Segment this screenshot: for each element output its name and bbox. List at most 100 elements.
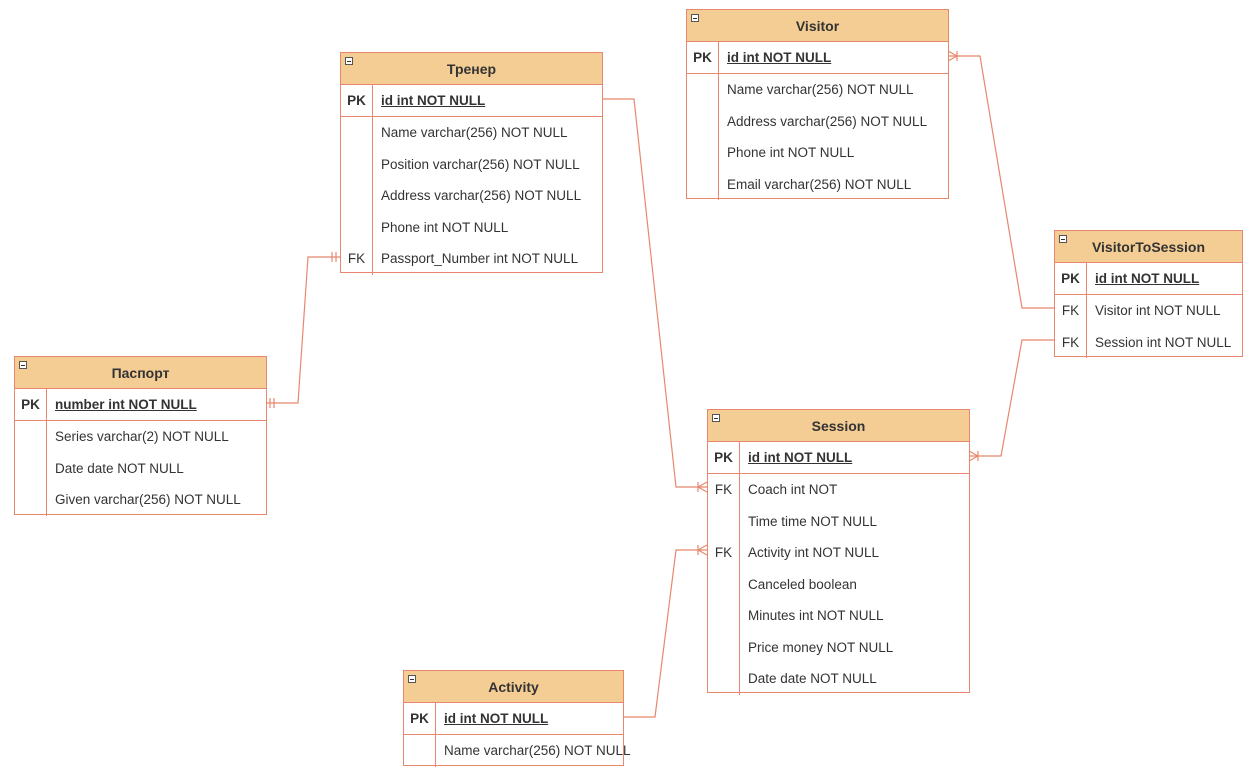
field-row[interactable]: Canceled boolean xyxy=(708,568,969,600)
field-row[interactable]: Phone int NOT NULL xyxy=(687,137,948,169)
collapse-icon[interactable] xyxy=(408,675,416,683)
crowfoot-many-marker xyxy=(697,549,708,556)
field-row[interactable]: Minutes int NOT NULL xyxy=(708,600,969,632)
field-row[interactable]: Phone int NOT NULL xyxy=(341,211,602,243)
table-title: Activity xyxy=(488,678,539,695)
crowfoot-many-marker xyxy=(968,455,979,462)
primary-key-row[interactable]: PK number int NOT NULL xyxy=(15,389,266,421)
field-label: Email varchar(256) NOT NULL xyxy=(727,176,912,192)
field-row[interactable]: Date date NOT NULL xyxy=(708,663,969,695)
field-label: Minutes int NOT NULL xyxy=(748,608,884,624)
field-row[interactable]: Price money NOT NULL xyxy=(708,631,969,663)
table-rows: PK id int NOT NULL FK Coach int NOT Time tim… xyxy=(708,442,969,695)
table-rows: PK id int NOT NULL Name varchar(256) NOT N… xyxy=(341,85,602,275)
field-label: Visitor int NOT NULL xyxy=(1095,303,1221,319)
collapse-icon[interactable] xyxy=(1059,235,1067,243)
table-header[interactable]: Тренер xyxy=(341,53,602,85)
field-label: Phone int NOT NULL xyxy=(381,219,509,235)
key-label: FK xyxy=(708,474,740,506)
field-label: Address varchar(256) NOT NULL xyxy=(381,188,582,204)
key-label xyxy=(341,117,373,149)
key-label: PK xyxy=(341,85,373,116)
table-header[interactable]: VisitorToSession xyxy=(1055,231,1242,263)
crowfoot-many-marker xyxy=(968,450,979,457)
key-label: PK xyxy=(15,389,47,420)
collapse-icon[interactable] xyxy=(691,14,699,22)
field-label: Date date NOT NULL xyxy=(748,671,877,687)
field-label: Series varchar(2) NOT NULL xyxy=(55,429,229,445)
field-row[interactable]: Position varchar(256) NOT NULL xyxy=(341,148,602,180)
relation-trainer-session xyxy=(602,98,707,488)
field-label: Name varchar(256) NOT NULL xyxy=(444,743,631,759)
crowfoot-many-marker xyxy=(947,55,958,62)
field-label: Name varchar(256) NOT NULL xyxy=(381,125,568,141)
field-row[interactable]: Name varchar(256) NOT NULL xyxy=(687,74,948,106)
key-label xyxy=(708,631,740,663)
relation-passport-trainer xyxy=(266,256,340,404)
field-label: id int NOT NULL xyxy=(748,450,853,465)
crowfoot-many-marker xyxy=(697,481,708,488)
field-row[interactable]: Date date NOT NULL xyxy=(15,452,266,484)
field-row[interactable]: Name varchar(256) NOT NULL xyxy=(404,735,631,767)
field-label: Name varchar(256) NOT NULL xyxy=(727,82,914,98)
collapse-icon[interactable] xyxy=(345,57,353,65)
key-label xyxy=(708,600,740,632)
key-label: PK xyxy=(708,442,740,473)
field-label: id int NOT NULL xyxy=(1095,271,1200,286)
field-row[interactable]: Time time NOT NULL xyxy=(708,505,969,537)
collapse-icon[interactable] xyxy=(712,414,720,422)
relation-session-visitortosession xyxy=(969,339,1054,457)
field-label: number int NOT NULL xyxy=(55,397,197,412)
table-session[interactable]: Session PK id int NOT NULL FK Coach int NOT… xyxy=(707,409,970,695)
key-label: FK xyxy=(1055,326,1087,358)
key-label xyxy=(708,505,740,537)
key-label: PK xyxy=(687,42,719,73)
table-trainer[interactable]: Тренер PK id int NOT NULL Name varchar(256… xyxy=(340,52,603,275)
key-label xyxy=(341,211,373,243)
field-label: Canceled boolean xyxy=(748,576,857,592)
key-label xyxy=(341,180,373,212)
primary-key-row[interactable]: PK id int NOT NULL xyxy=(708,442,969,474)
key-label xyxy=(708,663,740,695)
field-row[interactable]: Name varchar(256) NOT NULL xyxy=(341,117,602,149)
field-label: Price money NOT NULL xyxy=(748,639,894,655)
table-header[interactable]: Visitor xyxy=(687,10,948,42)
table-header[interactable]: Activity xyxy=(404,671,623,703)
table-title: Session xyxy=(811,417,866,434)
field-row[interactable]: Email varchar(256) NOT NULL xyxy=(687,168,948,200)
key-label xyxy=(15,484,47,516)
field-label: Given varchar(256) NOT NULL xyxy=(55,492,241,508)
key-label xyxy=(687,105,719,137)
collapse-icon[interactable] xyxy=(19,361,27,369)
key-label xyxy=(687,74,719,106)
table-header[interactable]: Session xyxy=(708,410,969,442)
field-row[interactable]: FK Coach int NOT xyxy=(708,474,969,506)
key-label: FK xyxy=(1055,295,1087,327)
table-header[interactable]: Паспорт xyxy=(15,357,266,389)
field-row[interactable]: Address varchar(256) NOT NULL xyxy=(687,105,948,137)
field-row[interactable]: Given varchar(256) NOT NULL xyxy=(15,484,266,516)
table-passport[interactable]: Паспорт PK number int NOT NULL Series varc… xyxy=(14,356,267,516)
relation-visitor-visitortosession xyxy=(948,55,1054,309)
primary-key-row[interactable]: PK id int NOT NULL xyxy=(341,85,602,117)
field-label: Date date NOT NULL xyxy=(55,460,184,476)
field-row[interactable]: Address varchar(256) NOT NULL xyxy=(341,180,602,212)
field-label: id int NOT NULL xyxy=(381,93,486,108)
crowfoot-many-marker xyxy=(947,50,958,57)
key-label xyxy=(708,568,740,600)
field-row[interactable]: Series varchar(2) NOT NULL xyxy=(15,421,266,453)
field-label: Passport_Number int NOT NULL xyxy=(381,251,579,267)
field-label: Coach int NOT xyxy=(748,482,838,498)
field-row[interactable]: FK Visitor int NOT NULL xyxy=(1055,295,1242,327)
